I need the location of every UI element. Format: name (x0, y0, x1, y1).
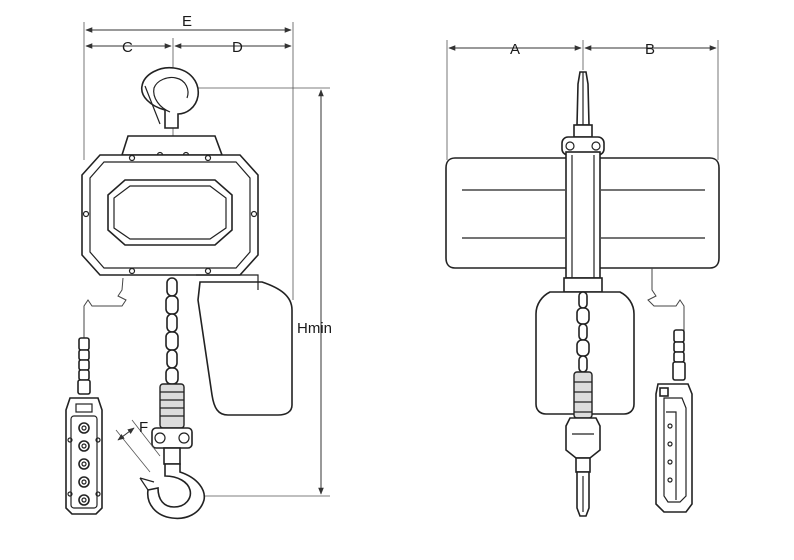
label-a: A (510, 41, 520, 58)
load-chain-front (576, 291, 590, 373)
bottom-hook-block (151, 383, 193, 465)
label-f: F (139, 419, 148, 436)
top-suspension (561, 71, 605, 156)
chain-container (197, 281, 293, 416)
control-cable-front (647, 268, 685, 331)
dimension-hmin: Hmin (188, 87, 332, 497)
label-d: D (232, 39, 243, 56)
dimension-f: F (115, 419, 161, 473)
bottom-hook-block-front (565, 371, 601, 473)
top-bracket (120, 135, 224, 156)
dimension-a-b: A B (446, 40, 719, 160)
pendant-control-front (655, 329, 693, 513)
label-c: C (122, 39, 133, 56)
dimension-e: E (83, 13, 294, 300)
pendant-control (65, 337, 103, 515)
load-chain (165, 277, 179, 385)
label-e: E (182, 13, 192, 30)
side-view: E C D Hmin (65, 13, 332, 520)
label-hmin: Hmin (297, 320, 332, 337)
motor-housing (81, 154, 259, 276)
housing-drum (445, 151, 720, 279)
control-cable (83, 277, 127, 340)
label-b: B (645, 41, 655, 58)
front-view: A B (445, 40, 720, 517)
bottom-hook (139, 463, 206, 520)
